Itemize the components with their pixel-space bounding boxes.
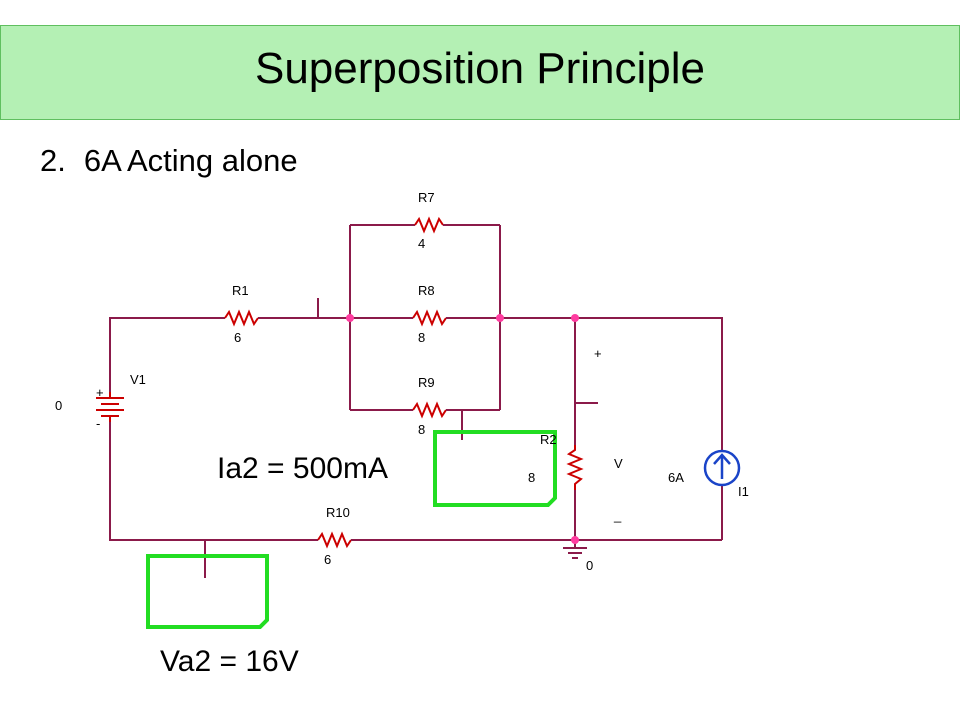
r2-name: R2	[540, 432, 557, 447]
subtitle: 2. 6A Acting alone	[40, 143, 298, 179]
voltage-result-label: Va2 = 16V	[160, 645, 299, 678]
v1-value: 0	[55, 398, 62, 413]
voltage-probe-box	[146, 554, 269, 629]
wire-top-left	[109, 317, 208, 392]
battery-v1	[96, 392, 124, 422]
current-result-label: Ia2 = 500mA	[217, 452, 388, 485]
meter-plus: +	[594, 346, 602, 361]
subtitle-number: 2.	[40, 143, 66, 178]
resistor-r7	[405, 216, 455, 234]
node-r2-bottom	[571, 536, 579, 544]
r10-value: 6	[324, 552, 331, 567]
node-left	[346, 314, 354, 322]
wire-left-bottom	[109, 422, 303, 541]
r1-value: 6	[234, 330, 241, 345]
resistor-r8	[405, 309, 455, 327]
meter-minus: _	[613, 508, 622, 523]
r9-value: 8	[418, 422, 425, 437]
resistor-r1	[208, 309, 278, 327]
node-r2-top	[571, 314, 579, 322]
i1-value: 6A	[668, 470, 684, 485]
v1-minus: -	[96, 416, 100, 431]
v1-plus: +	[96, 385, 104, 400]
resistor-r2	[566, 445, 584, 490]
nodes	[346, 314, 579, 544]
ground-label: 0	[586, 558, 593, 573]
resistor-r10	[303, 531, 373, 549]
meter-symbol: V	[614, 456, 623, 471]
r8-name: R8	[418, 283, 435, 298]
v1-name: V1	[130, 372, 146, 387]
i1-name: I1	[738, 484, 749, 499]
resistor-r9	[405, 401, 455, 419]
r7-value: 4	[418, 236, 425, 251]
subtitle-text: 6A Acting alone	[83, 143, 298, 178]
r1-name: R1	[232, 283, 249, 298]
r7-name: R7	[418, 190, 435, 205]
current-source-i1	[703, 449, 741, 487]
resistors	[208, 216, 584, 549]
title-banner: Superposition Principle	[0, 25, 960, 120]
r8-value: 8	[418, 330, 425, 345]
r2-value: 8	[528, 470, 535, 485]
r10-name: R10	[326, 505, 350, 520]
node-right	[496, 314, 504, 322]
r9-name: R9	[418, 375, 435, 390]
current-probe-box	[433, 430, 557, 507]
page-title: Superposition Principle	[254, 43, 706, 93]
probe-boxes	[146, 430, 557, 629]
wires	[109, 224, 723, 578]
